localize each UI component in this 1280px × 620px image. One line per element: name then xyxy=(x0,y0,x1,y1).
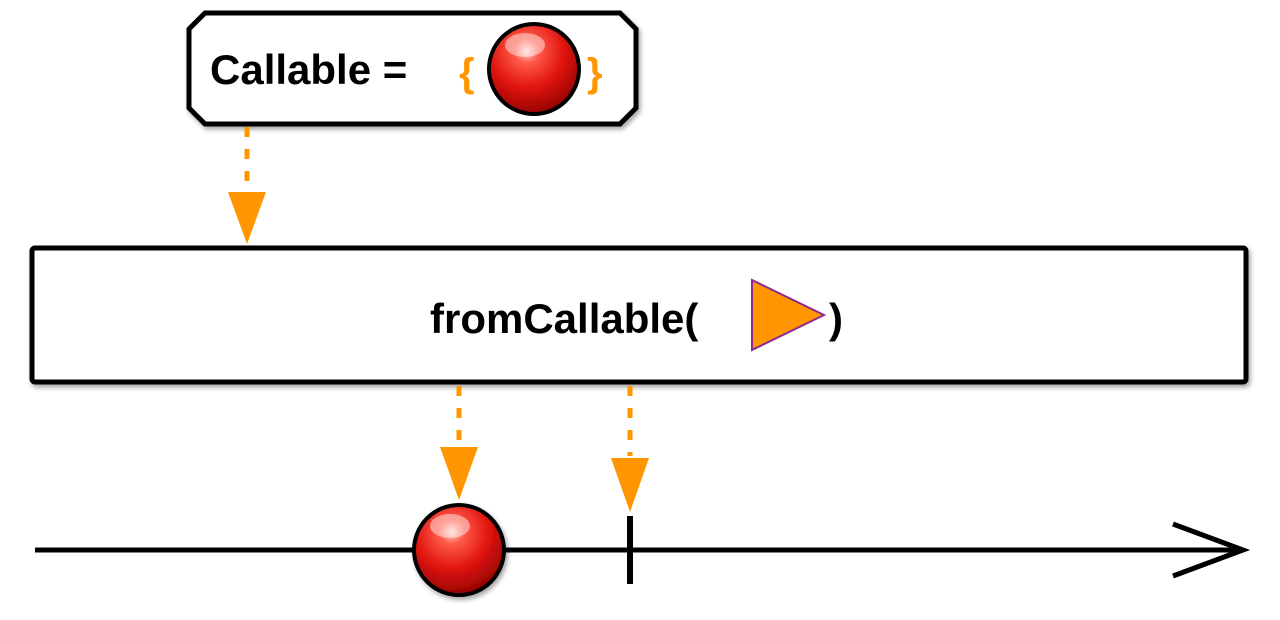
marble-highlight xyxy=(505,33,545,57)
callable-to-operator-arrow xyxy=(228,127,266,244)
orange-arrowhead-icon xyxy=(611,458,649,512)
operator-box-shape xyxy=(29,245,1249,385)
orange-triangle-icon xyxy=(751,278,827,352)
operator-box: fromCallable( ) xyxy=(29,245,1249,385)
red-marble-icon xyxy=(487,22,581,116)
brace-open: { xyxy=(459,51,475,95)
emit-item-arrow xyxy=(440,386,478,500)
marble-highlight xyxy=(430,514,470,538)
red-marble-icon xyxy=(412,503,506,597)
emit-complete-arrow xyxy=(611,386,649,512)
arrowhead-icon xyxy=(1172,521,1251,579)
output-timeline xyxy=(35,503,1251,597)
brace-close: } xyxy=(587,51,603,95)
operator-close-paren: ) xyxy=(829,295,843,342)
orange-arrowhead-icon xyxy=(228,192,266,244)
callable-label: Callable = xyxy=(210,46,407,93)
callable-box: Callable = { } xyxy=(186,10,639,127)
operator-label: fromCallable( xyxy=(430,295,698,342)
orange-arrowhead-icon xyxy=(440,447,478,500)
